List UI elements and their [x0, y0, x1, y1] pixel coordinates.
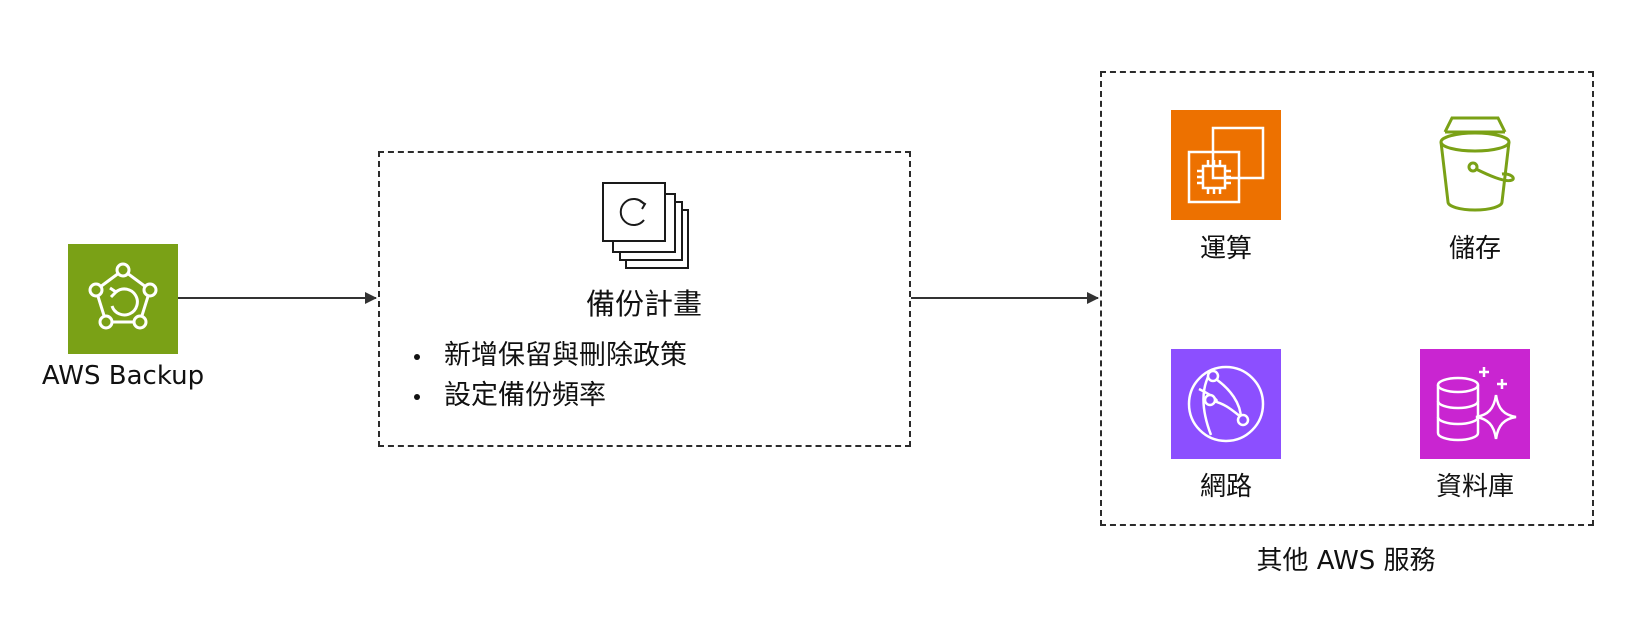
compute-chip-icon [1171, 110, 1281, 220]
database-label: 資料庫 [1435, 472, 1515, 502]
networking-globe-icon [1171, 349, 1281, 459]
database-sparkle-icon [1420, 349, 1530, 459]
compute-label: 運算 [1199, 234, 1253, 264]
storage-bucket-icon [1439, 116, 1515, 212]
backup-plan-item: 新增保留與刪除政策 [412, 336, 687, 376]
aws-backup-icon [68, 244, 178, 354]
services-box [1100, 71, 1594, 526]
networking-label: 網路 [1199, 472, 1253, 502]
services-caption: 其他 AWS 服務 [1256, 546, 1436, 576]
backup-plan-item: 設定備份頻率 [412, 376, 687, 416]
aws-backup-label: AWS Backup [41, 361, 205, 391]
backup-plan-list: 新增保留與刪除政策 設定備份頻率 [412, 336, 687, 416]
storage-label: 儲存 [1448, 234, 1502, 264]
backup-plan-box [378, 151, 911, 447]
backup-plan-title: 備份計畫 [585, 287, 703, 321]
backup-plan-stack-icon [602, 182, 689, 269]
